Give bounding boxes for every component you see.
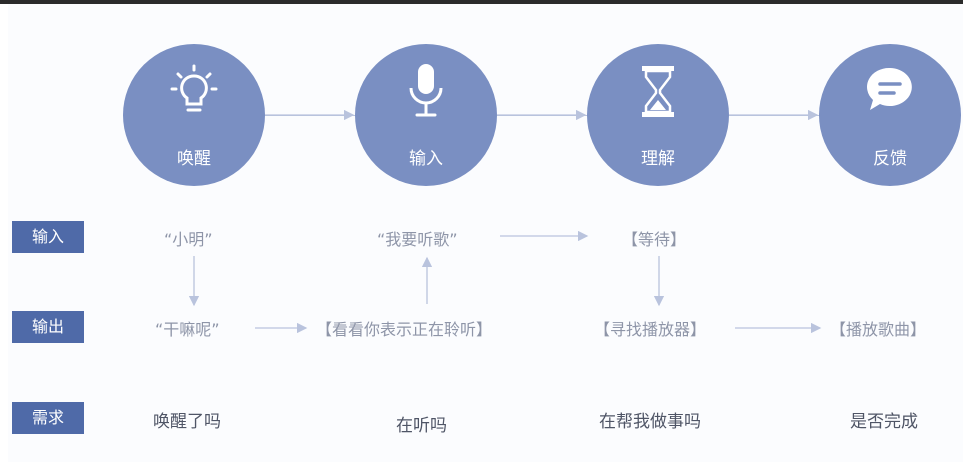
step-feedback: 反馈 <box>819 44 961 186</box>
microphone-icon <box>355 62 497 122</box>
step-label: 理解 <box>641 149 675 169</box>
step-wake: 唤醒 <box>123 44 265 186</box>
output-feedback: 【播放歌曲】 <box>830 320 927 339</box>
step-label: 输入 <box>409 149 443 169</box>
need-feedback: 是否完成 <box>850 412 918 432</box>
chat-bubble-icon <box>819 62 961 122</box>
input-wake: “小明” <box>164 230 213 249</box>
row-label-input: 输入 <box>12 221 84 253</box>
input-understand: 【等待】 <box>622 230 687 249</box>
step-input: 输入 <box>355 44 497 186</box>
output-input: 【看看你表示正在聆听】 <box>316 320 493 339</box>
hourglass-icon <box>587 62 729 122</box>
lightbulb-icon <box>123 62 265 122</box>
step-understand: 理解 <box>587 44 729 186</box>
need-understand: 在帮我做事吗 <box>599 412 701 432</box>
output-wake: “干嘛呢” <box>155 320 220 339</box>
output-understand: 【寻找播放器】 <box>594 320 707 339</box>
top-window-bar <box>0 0 963 4</box>
need-wake: 唤醒了吗 <box>153 412 221 432</box>
input-input: “我要听歌” <box>377 230 458 249</box>
step-label: 唤醒 <box>177 149 211 169</box>
step-label: 反馈 <box>873 149 907 169</box>
row-label-output: 输出 <box>12 311 84 343</box>
row-label-need: 需求 <box>12 402 84 434</box>
need-input: 在听吗 <box>396 416 447 436</box>
